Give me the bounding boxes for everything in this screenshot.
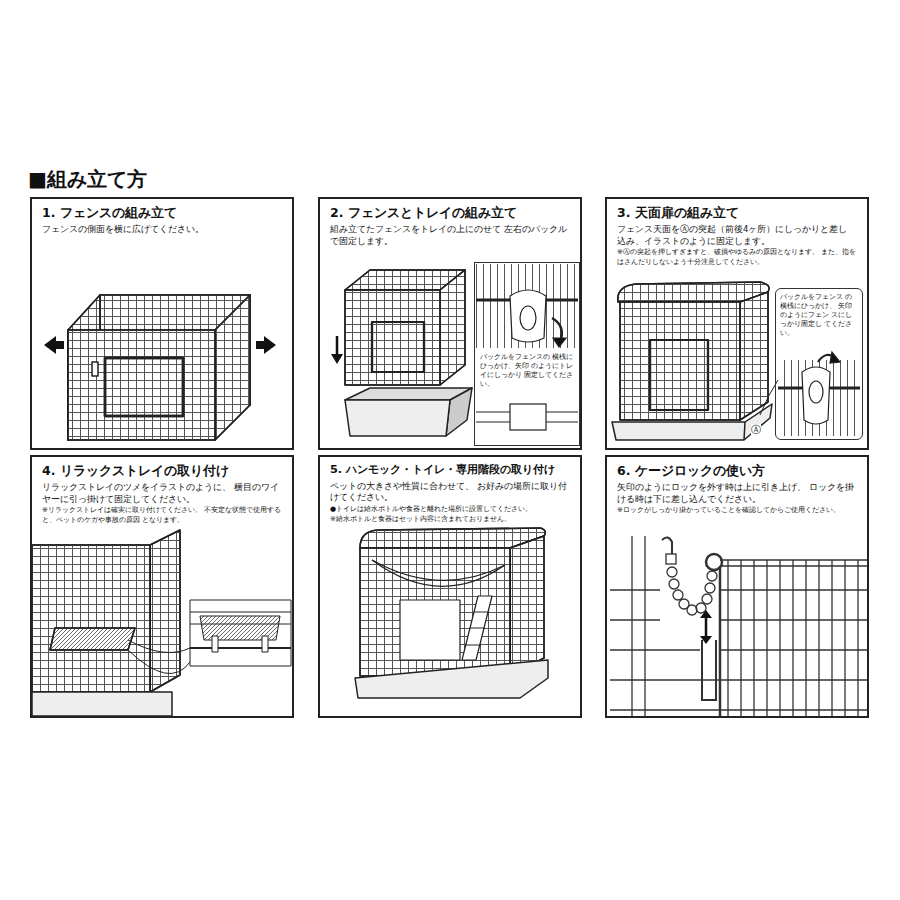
step-text: リラックストレイのツメをイラストのように、 横目のワイヤーに引っ掛けて固定してく… xyxy=(42,482,282,505)
step-text: フェンスの側面を横に広げてください。 xyxy=(42,224,282,235)
down-arrow xyxy=(331,336,343,364)
step-note: ※ロックがしっかり掛かっていることを確認してからご使用ください。 xyxy=(617,506,857,515)
spread-arrows xyxy=(44,336,276,354)
step-heading: 3. 天面扉の組み立て xyxy=(617,205,857,221)
callout-box: バックルをフェンス の横桟にひっかけ、 矢印のようにフェン スにしっかり固定し … xyxy=(775,288,863,440)
callout-box: バックルをフェンスの 横桟にひっかけ、矢印 のようにトレイにしっかり 固定してく… xyxy=(474,262,580,446)
cage-lock-drawing xyxy=(610,536,867,716)
step-text: ペットの大きさや性質に合わせて、 お好みの場所に取り付けてください。 xyxy=(330,481,570,504)
callout-letter: Ⓐ xyxy=(751,424,761,435)
step-note: ●トイレは給水ボトルや食器と離れた場所に設置してください。 xyxy=(330,505,570,514)
step-panel: 1. フェンスの組み立てフェンスの側面を横に広げてください。 xyxy=(30,197,294,450)
step-panel: 2. フェンスとトレイの組み立て組み立てたフェンスをトレイの上にのせて 左右のバ… xyxy=(318,197,582,450)
callout-text: バックルをフェンスの 横桟にひっかけ、矢印 のようにトレイにしっかり 固定してく… xyxy=(480,353,574,389)
step-heading: 4. リラックストレイの取り付け xyxy=(42,463,282,479)
step-heading: 6. ケージロックの使い方 xyxy=(617,463,857,479)
buckle-detail xyxy=(476,264,578,430)
step-note: ※リラックストレイは確実に取り付けてください。 不安定な状態で使用すると、ペット… xyxy=(42,506,282,525)
callout-text: バックルをフェンス の横桟にひっかけ、 矢印のようにフェン スにしっかり固定し … xyxy=(780,293,858,338)
fence-drawing xyxy=(68,295,250,440)
roof-buckle-detail xyxy=(778,352,860,436)
cage-roof-drawing xyxy=(612,282,778,440)
step-heading: 1. フェンスの組み立て xyxy=(42,205,282,221)
step-text: フェンス天面をⒶの突起（前後4ヶ所）にしっかりと差し 込み、イラストのように固定… xyxy=(617,224,857,247)
step-text: 組み立てたフェンスをトレイの上にのせて 左右のバックルで固定します。 xyxy=(330,224,570,247)
step-note: ※給水ボトルと食器はセット内容に含まれておりません。 xyxy=(330,515,570,524)
relax-tray-drawing xyxy=(32,530,291,716)
step-heading: 5. ハンモック・トイレ・専用階段の取り付け xyxy=(330,463,570,478)
cage-interior-drawing xyxy=(355,528,548,698)
step-note: ※Ⓐの突起を押しすぎますと、破損やゆるみの原因となります。 また、指をはさんだり… xyxy=(617,248,857,267)
step-heading: 2. フェンスとトレイの組み立て xyxy=(330,205,570,221)
step-panel: 4. リラックストレイの取り付けリラックストレイのツメをイラストのように、 横目… xyxy=(30,455,294,718)
page-title: ■組み立て方 xyxy=(28,166,147,193)
step-panel: 6. ケージロックの使い方矢印のようにロックを外す時は上に引き上げ、 ロックを掛… xyxy=(605,455,869,718)
step-panel: 5. ハンモック・トイレ・専用階段の取り付けペットの大きさや性質に合わせて、 お… xyxy=(318,455,582,718)
cage-tray-drawing xyxy=(345,270,472,436)
step-panel: 3. 天面扉の組み立てフェンス天面をⒶの突起（前後4ヶ所）にしっかりと差し 込み… xyxy=(605,197,869,450)
step-text: 矢印のようにロックを外す時は上に引き上げ、 ロックを掛ける時は下に差し込んでくだ… xyxy=(617,482,857,505)
lock-arrow xyxy=(700,610,712,644)
